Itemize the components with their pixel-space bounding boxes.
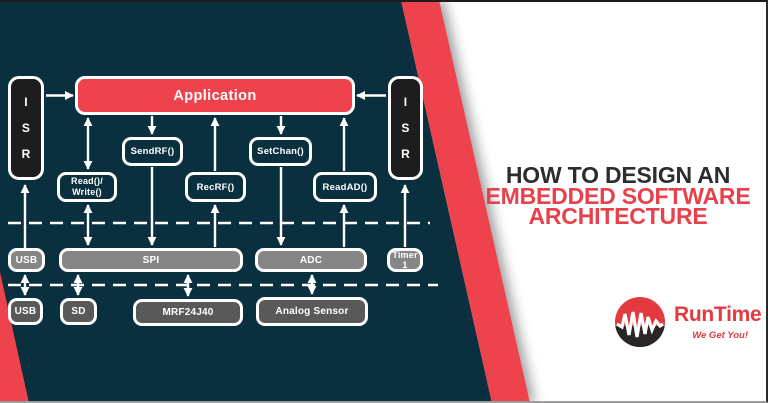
runtime-logo-icon xyxy=(615,297,665,347)
read-write-label: Read()/ xyxy=(71,176,103,186)
title-line-1: HOW TO DESIGN AN xyxy=(505,162,731,188)
recrf-label: RecRF() xyxy=(196,181,235,193)
isr-letter: R xyxy=(21,147,31,161)
sendrf-label: SendRF() xyxy=(130,146,175,157)
application-label: Application xyxy=(173,87,257,104)
spi-label: SPI xyxy=(142,254,160,266)
usb-driver-box: USB xyxy=(8,248,45,272)
mrf24j40-label: MRF24J40 xyxy=(162,307,214,318)
usb-hardware-box: USB xyxy=(8,298,43,325)
readad-label: ReadAD() xyxy=(322,181,368,193)
isr-letter: S xyxy=(401,121,410,135)
analog-sensor-label: Analog Sensor xyxy=(275,306,349,317)
timer1-box: Timer 1 xyxy=(387,248,423,272)
application-box: Application xyxy=(75,76,355,115)
logo-name: RunTime xyxy=(674,303,762,326)
recrf-box: RecRF() xyxy=(185,172,246,202)
pulse-waveform-icon xyxy=(616,311,664,338)
usb-hardware-label: USB xyxy=(14,306,37,317)
logo-tagline: We Get You! xyxy=(692,330,748,341)
adc-label: ADC xyxy=(299,254,323,266)
isr-left-box: I S R xyxy=(8,76,44,180)
adc-box: ADC xyxy=(255,248,367,272)
setchan-label: SetChan() xyxy=(257,146,304,157)
sd-box: SD xyxy=(60,298,97,325)
isr-right-box: I S R xyxy=(388,76,423,180)
read-write-label: Write() xyxy=(72,187,102,197)
red-diagonal-stripe xyxy=(401,0,530,403)
readad-box: ReadAD() xyxy=(313,172,377,202)
setchan-box: SetChan() xyxy=(249,137,312,166)
usb-driver-label: USB xyxy=(15,254,38,266)
title-line-2: EMBEDDED SOFTWARE xyxy=(485,182,751,209)
timer1-label: Timer 1 xyxy=(392,250,418,270)
sendrf-box: SendRF() xyxy=(122,137,183,166)
analog-sensor-box: Analog Sensor xyxy=(256,297,368,326)
title-block: HOW TO DESIGN AN EMBEDDED SOFTWARE ARCHI… xyxy=(468,162,768,229)
title-line-3: ARCHITECTURE xyxy=(528,203,708,229)
red-corner-wedge xyxy=(0,272,29,403)
isr-letter: R xyxy=(401,147,410,161)
mrf24j40-box: MRF24J40 xyxy=(133,299,243,326)
isr-letter: S xyxy=(21,121,31,135)
sd-label: SD xyxy=(71,306,86,317)
isr-letter: I xyxy=(403,95,408,109)
read-write-box: Read()/ Write() xyxy=(57,172,117,202)
spi-box: SPI xyxy=(59,248,243,272)
isr-letter: I xyxy=(24,95,28,109)
